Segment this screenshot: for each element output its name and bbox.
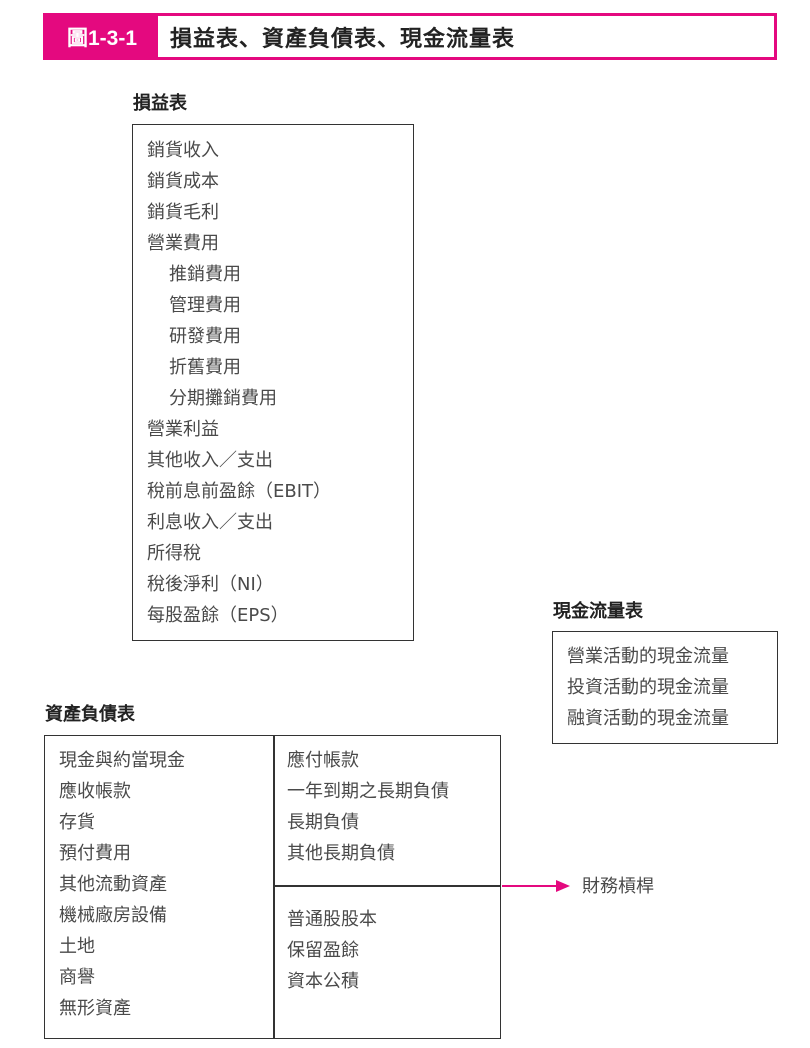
income-statement-box: 銷貨收入銷貨成本銷貨毛利營業費用推銷費用管理費用研發費用折舊費用分期攤銷費用營業…	[132, 124, 414, 641]
balance-sheet-vertical-divider	[273, 736, 275, 1038]
list-item: 其他流動資產	[59, 874, 167, 895]
equity-list: 普通股股本保留盈餘資本公積	[287, 904, 377, 997]
list-item: 商譽	[59, 967, 95, 988]
list-item: 其他長期負債	[287, 843, 395, 864]
list-item: 投資活動的現金流量	[567, 677, 729, 698]
balance-sheet-title: 資產負債表	[45, 704, 135, 725]
cash-flow-title: 現金流量表	[553, 601, 643, 622]
list-item: 稅後淨利（NI）	[147, 574, 274, 595]
list-item: 其他收入／支出	[147, 450, 273, 471]
list-item: 營業費用	[147, 233, 219, 254]
list-item: 一年到期之長期負債	[287, 781, 449, 802]
assets-list: 現金與約當現金應收帳款存貨預付費用其他流動資產機械廠房設備土地商譽無形資產	[59, 745, 185, 1024]
leverage-arrow-line	[502, 885, 558, 887]
list-item: 銷貨收入	[147, 140, 219, 161]
list-item: 土地	[59, 936, 95, 957]
list-item: 研發費用	[169, 326, 241, 347]
figure-header: 圖1-3-1 損益表、資產負債表、現金流量表	[43, 13, 777, 60]
income-statement-list: 銷貨收入銷貨成本銷貨毛利營業費用推銷費用管理費用研發費用折舊費用分期攤銷費用營業…	[147, 135, 331, 631]
list-item: 管理費用	[169, 295, 241, 316]
list-item: 現金與約當現金	[59, 750, 185, 771]
list-item: 利息收入／支出	[147, 512, 273, 533]
income-statement-title: 損益表	[133, 93, 187, 114]
list-item: 應收帳款	[59, 781, 131, 802]
list-item: 普通股股本	[287, 909, 377, 930]
list-item: 分期攤銷費用	[169, 388, 277, 409]
list-item: 推銷費用	[169, 264, 241, 285]
list-item: 資本公積	[287, 971, 359, 992]
figure-number: 圖1-3-1	[46, 16, 158, 57]
arrow-right-icon	[556, 880, 570, 892]
list-item: 折舊費用	[169, 357, 241, 378]
liabilities-list: 應付帳款一年到期之長期負債長期負債其他長期負債	[287, 745, 449, 869]
list-item: 銷貨成本	[147, 171, 219, 192]
list-item: 長期負債	[287, 812, 359, 833]
figure-title: 損益表、資產負債表、現金流量表	[170, 26, 516, 52]
list-item: 銷貨毛利	[147, 202, 219, 223]
balance-sheet-horizontal-divider	[273, 885, 500, 887]
cash-flow-list: 營業活動的現金流量投資活動的現金流量融資活動的現金流量	[567, 641, 729, 734]
list-item: 融資活動的現金流量	[567, 708, 729, 729]
list-item: 機械廠房設備	[59, 905, 167, 926]
list-item: 保留盈餘	[287, 940, 359, 961]
financial-leverage-label: 財務槓桿	[582, 876, 654, 897]
list-item: 無形資產	[59, 998, 131, 1019]
list-item: 應付帳款	[287, 750, 359, 771]
balance-sheet-box: 現金與約當現金應收帳款存貨預付費用其他流動資產機械廠房設備土地商譽無形資產 應付…	[44, 735, 501, 1039]
list-item: 每股盈餘（EPS）	[147, 605, 289, 626]
list-item: 營業活動的現金流量	[567, 646, 729, 667]
list-item: 存貨	[59, 812, 95, 833]
list-item: 營業利益	[147, 419, 219, 440]
list-item: 預付費用	[59, 843, 131, 864]
list-item: 所得稅	[147, 543, 201, 564]
cash-flow-box: 營業活動的現金流量投資活動的現金流量融資活動的現金流量	[552, 631, 778, 744]
list-item: 稅前息前盈餘（EBIT）	[147, 481, 332, 502]
